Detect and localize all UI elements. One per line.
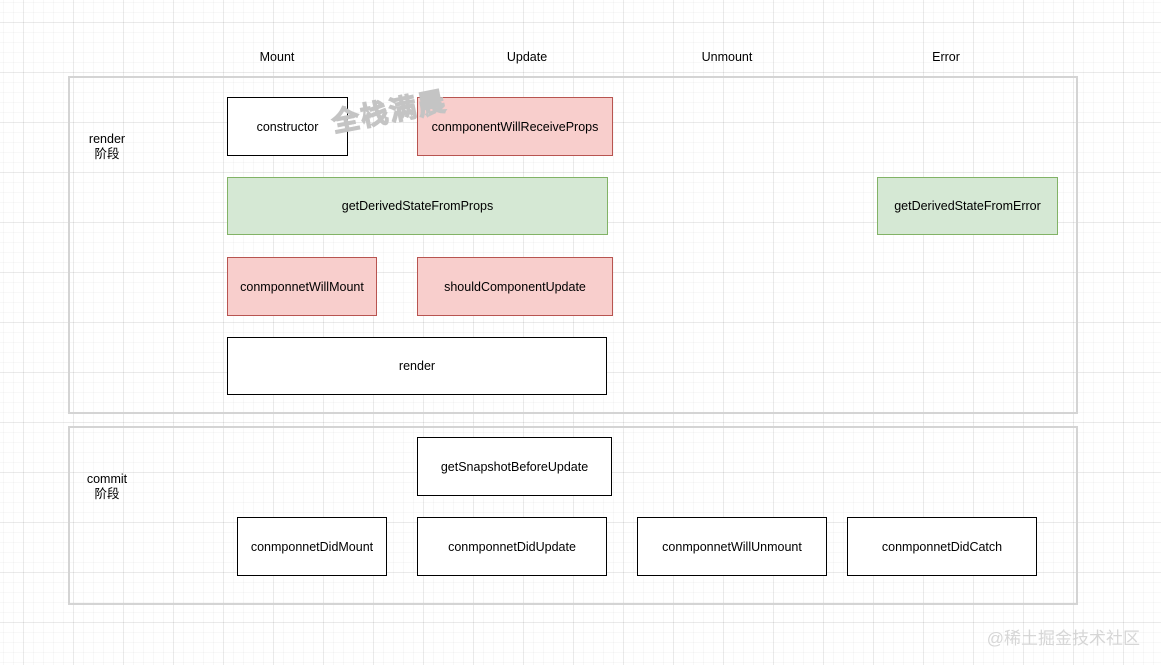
juejin-watermark: @稀土掘金技术社区: [986, 629, 1140, 648]
node-component-did-mount: conmponnetDidMount: [237, 517, 387, 576]
node-component-will-receive-props: conmponentWillReceiveProps: [417, 97, 613, 156]
node-constructor: constructor: [227, 97, 348, 156]
column-header-error: Error: [932, 50, 960, 64]
column-header-unmount: Unmount: [701, 50, 753, 64]
column-header-mount: Mount: [259, 50, 295, 64]
commit-phase-container: [68, 426, 1078, 605]
node-get-derived-state-from-error: getDerivedStateFromError: [877, 177, 1058, 235]
render-phase-label: render 阶段: [88, 132, 126, 161]
node-component-will-unmount: conmponnetWillUnmount: [637, 517, 827, 576]
node-get-derived-state-from-props: getDerivedStateFromProps: [227, 177, 608, 235]
column-header-update: Update: [506, 50, 548, 64]
node-should-component-update: shouldComponentUpdate: [417, 257, 613, 316]
node-component-did-catch: conmponnetDidCatch: [847, 517, 1037, 576]
node-component-will-mount: conmponnetWillMount: [227, 257, 377, 316]
node-component-did-update: conmponnetDidUpdate: [417, 517, 607, 576]
node-render: render: [227, 337, 607, 395]
commit-phase-label: commit 阶段: [86, 472, 128, 501]
node-get-snapshot-before-update: getSnapshotBeforeUpdate: [417, 437, 612, 496]
render-phase-container: [68, 76, 1078, 414]
